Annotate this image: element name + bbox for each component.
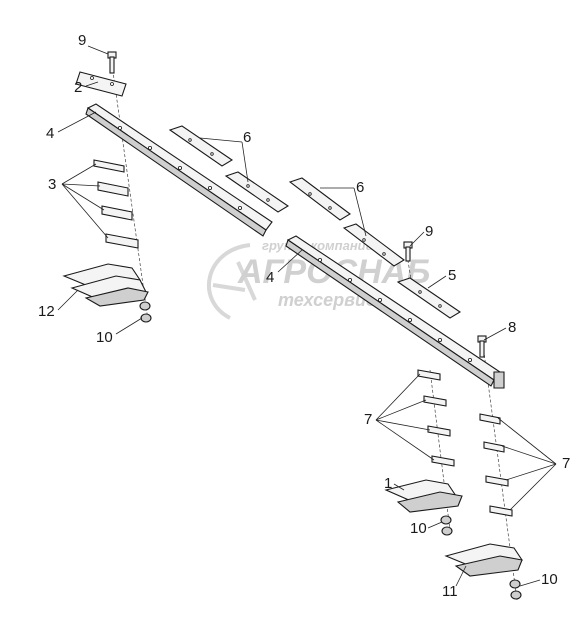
bar-4-left <box>85 103 273 237</box>
clip-7-h <box>489 505 513 517</box>
bar-4-right <box>285 235 505 389</box>
callout-7-left: 7 <box>364 411 372 428</box>
clip-3-a <box>93 159 125 173</box>
callout-4-left: 4 <box>46 125 54 142</box>
plate-6-upper-b <box>224 171 290 213</box>
clip-7-g <box>485 475 509 487</box>
nut-10-bottom-a <box>509 579 521 589</box>
callout-10-bottom: 10 <box>541 571 558 588</box>
callout-10-left: 10 <box>96 329 113 346</box>
clip-3-c <box>101 205 133 221</box>
clip-7-e <box>479 413 501 425</box>
callout-6-left: 6 <box>243 129 251 146</box>
nut-10-left-a <box>139 301 151 311</box>
callout-4-right: 4 <box>266 269 274 286</box>
nut-10-left-b <box>140 313 152 323</box>
plate-6-upper-a <box>168 125 234 167</box>
leader-lines <box>57 45 557 587</box>
knife-guard-11 <box>444 543 523 577</box>
assembly-axes <box>111 64 518 601</box>
clip-7-b <box>423 395 447 407</box>
callout-9-left: 9 <box>78 32 86 49</box>
clip-7-d <box>431 455 455 467</box>
callout-10-mid: 10 <box>410 520 427 537</box>
clip-7-c <box>427 425 451 437</box>
plate-5 <box>396 277 462 319</box>
callout-8: 8 <box>508 319 516 336</box>
nut-10-mid-b <box>441 526 453 536</box>
left-assembly <box>62 51 290 323</box>
watermark-line3: техсервис <box>278 290 376 310</box>
callout-9-right: 9 <box>425 223 433 240</box>
callout-5: 5 <box>448 267 456 284</box>
plate-6-right-b <box>342 223 405 267</box>
knife-guard-1 <box>384 479 463 513</box>
clip-7-a <box>417 369 441 381</box>
nut-10-mid-a <box>440 515 452 525</box>
callout-3: 3 <box>48 176 56 193</box>
bolt-9-right <box>403 241 413 262</box>
plate-6-right-a <box>288 177 351 221</box>
watermark-logo-icon <box>206 243 257 320</box>
callout-6-right: 6 <box>356 179 364 196</box>
callout-11: 11 <box>442 583 458 600</box>
callout-7-right: 7 <box>562 455 570 472</box>
callout-2: 2 <box>74 79 82 96</box>
callout-12: 12 <box>38 303 55 320</box>
plate-2 <box>75 71 127 97</box>
callouts: 9 2 4 3 12 10 6 6 9 4 5 8 7 7 1 10 11 10 <box>38 32 570 600</box>
clip-3-b <box>97 181 129 197</box>
nut-10-bottom-b <box>510 590 522 600</box>
knife-guard-12 <box>62 263 149 307</box>
bolt-9-left <box>107 51 117 74</box>
right-assembly <box>285 177 523 600</box>
clip-3-d <box>105 233 139 249</box>
clip-7-f <box>483 441 505 453</box>
callout-1: 1 <box>384 475 392 492</box>
